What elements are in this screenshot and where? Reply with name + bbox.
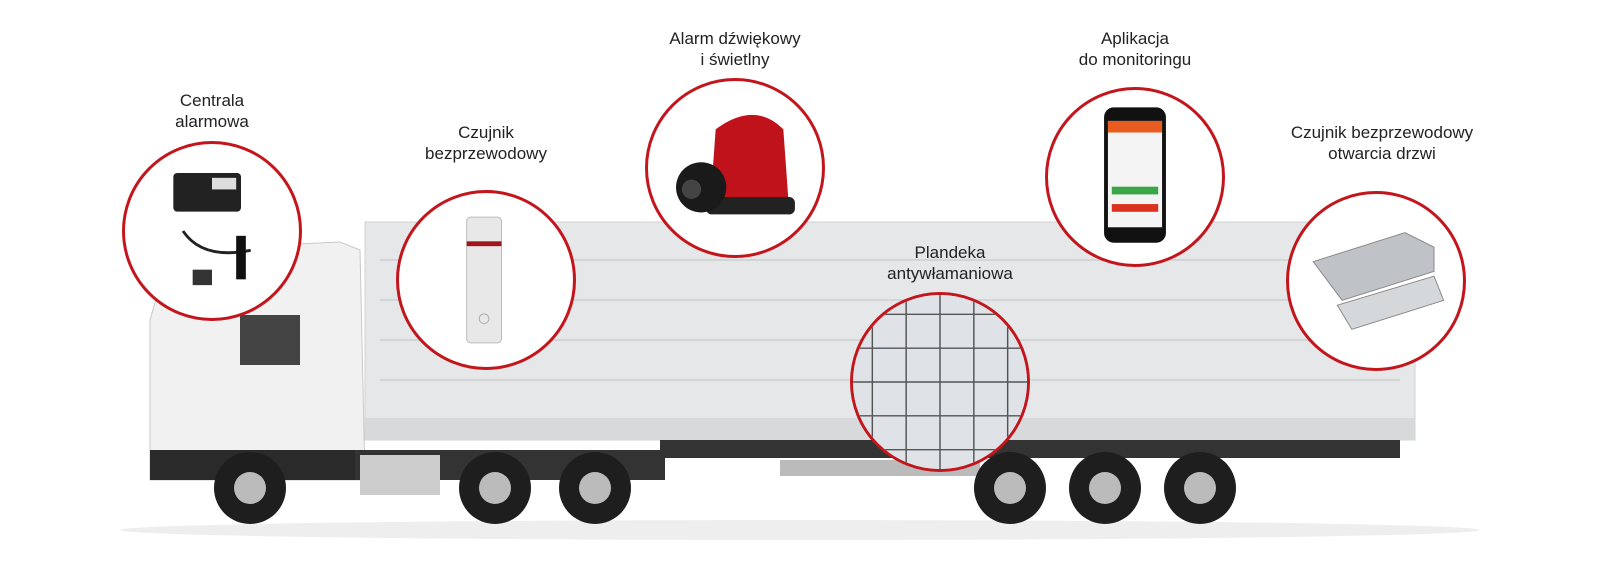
label-line: Alarm dźwiękowy — [669, 29, 801, 48]
door-sensor-image — [1286, 191, 1466, 371]
label-line: Centrala — [179, 91, 245, 110]
siren-image — [645, 78, 825, 258]
central-unit-image — [122, 141, 302, 321]
label-line: i świetlny — [700, 50, 770, 69]
tarp-image — [850, 292, 1030, 472]
label-line: antywłamaniowa — [887, 264, 1013, 283]
label-door-sensor: Czujnik bezprzewodowy otwarcia drzwi — [1291, 122, 1473, 164]
label-line: Aplikacja — [1100, 29, 1170, 48]
label-line: Plandeka — [914, 243, 986, 262]
label-anti-burglary-tarp: Plandeka antywłamaniowa — [887, 242, 1013, 284]
label-line: bezprzewodowy — [425, 144, 547, 163]
label-line: Czujnik bezprzewodowy — [1290, 123, 1474, 142]
label-line: Czujnik — [458, 123, 514, 142]
label-line: otwarcia drzwi — [1328, 144, 1436, 163]
label-siren: Alarm dźwiękowy i świetlny — [669, 28, 800, 70]
label-line: alarmowa — [175, 112, 249, 131]
label-central-unit: Centrala alarmowa — [175, 90, 249, 132]
label-line: do monitoringu — [1078, 50, 1192, 69]
wireless-sensor-image — [396, 190, 576, 370]
label-wireless-sensor: Czujnik bezprzewodowy — [425, 122, 547, 164]
label-monitoring-app: Aplikacja do monitoringu — [1079, 28, 1191, 70]
monitoring-app-image — [1045, 87, 1225, 267]
